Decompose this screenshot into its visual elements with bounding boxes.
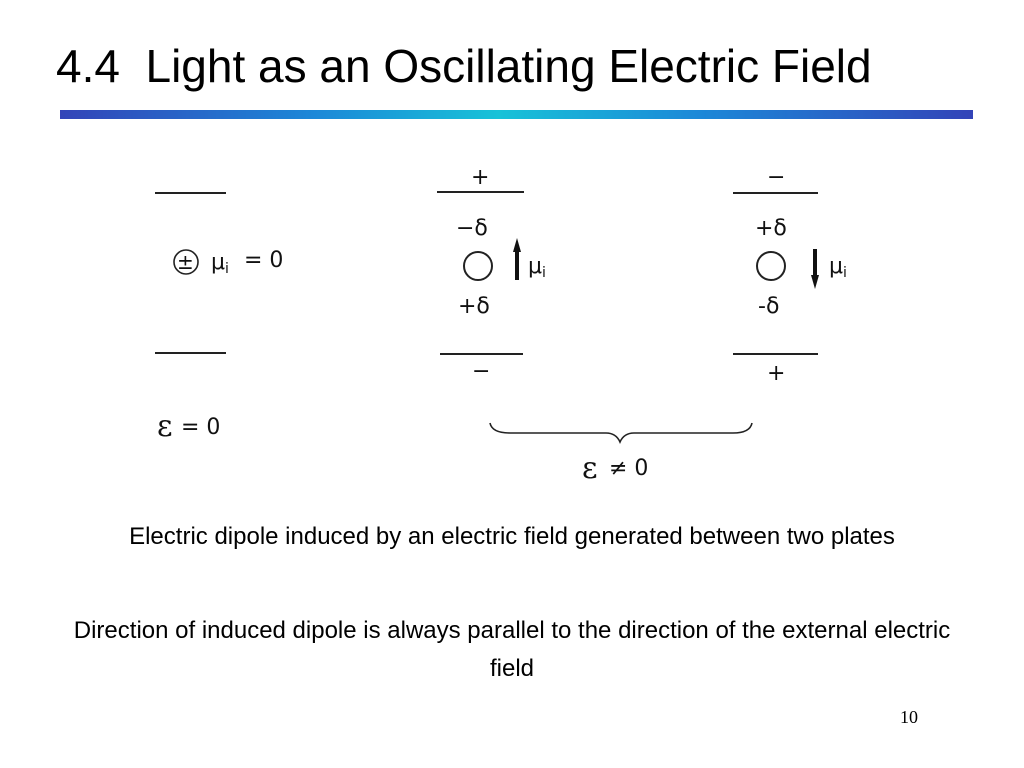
panel-zero-dipole-symbol: ± — [177, 250, 194, 274]
caption-dipole-direction: Direction of induced dipole is always pa… — [73, 617, 951, 682]
panel-zero-mu-subscript: i — [225, 261, 229, 277]
panel-up-top-plate-charge: + — [471, 165, 490, 190]
panel-down-mu-symbol: μ — [829, 254, 843, 279]
panel-up-upper-charge: −δ — [456, 216, 488, 241]
panel-zero-mu-value: = 0 — [244, 248, 284, 273]
panel-down-bottom-plate-charge: + — [767, 361, 786, 386]
panel-zero-atom — [173, 249, 199, 275]
panel-zero-field-value: = 0 — [181, 415, 221, 440]
title-gradient-rule — [60, 110, 973, 119]
panel-down-mu-label: μi — [829, 255, 847, 285]
panel-up-bottom-plate-charge: − — [472, 359, 491, 384]
panel-down-atom — [756, 251, 786, 281]
panel-down-dipole-arrow-shaft — [813, 249, 817, 277]
panel-up-dipole-arrow-head — [513, 238, 521, 252]
panel-down-dipole-arrow-head — [811, 275, 819, 289]
page-number: 10 — [900, 707, 918, 727]
panel-zero-mu-label: μi — [211, 251, 229, 281]
panel-up-mu-symbol: μ — [528, 254, 542, 279]
diagram-drawing — [155, 191, 819, 444]
panel-down-top-plate-charge: − — [767, 165, 786, 190]
panel-up-lower-charge: +δ — [458, 294, 490, 319]
panel-up-atom — [463, 251, 493, 281]
caption-dipole-induced: Electric dipole induced by an electric f… — [129, 523, 895, 550]
panel-down-upper-charge: +δ — [755, 216, 787, 241]
panel-down-mu-subscript: i — [843, 265, 847, 281]
dipole-diagram: ± μi = 0 ε = 0 + −δ +δ − μi − +δ -δ + μi… — [155, 165, 847, 486]
panel-zero-field-label: ε — [157, 409, 173, 444]
field-brace — [489, 422, 753, 444]
panel-up-mu-label: μi — [528, 255, 546, 285]
field-nonzero-relation: ≠ 0 — [609, 456, 649, 481]
slide-title: 4.4 Light as an Oscillating Electric Fie… — [56, 40, 872, 92]
panel-up-mu-subscript: i — [542, 265, 546, 281]
panel-zero-mu-symbol: μ — [211, 250, 225, 275]
panel-up-dipole-arrow-shaft — [515, 250, 519, 280]
panel-down-lower-charge: -δ — [758, 294, 780, 319]
field-nonzero-label: ε — [582, 451, 598, 486]
